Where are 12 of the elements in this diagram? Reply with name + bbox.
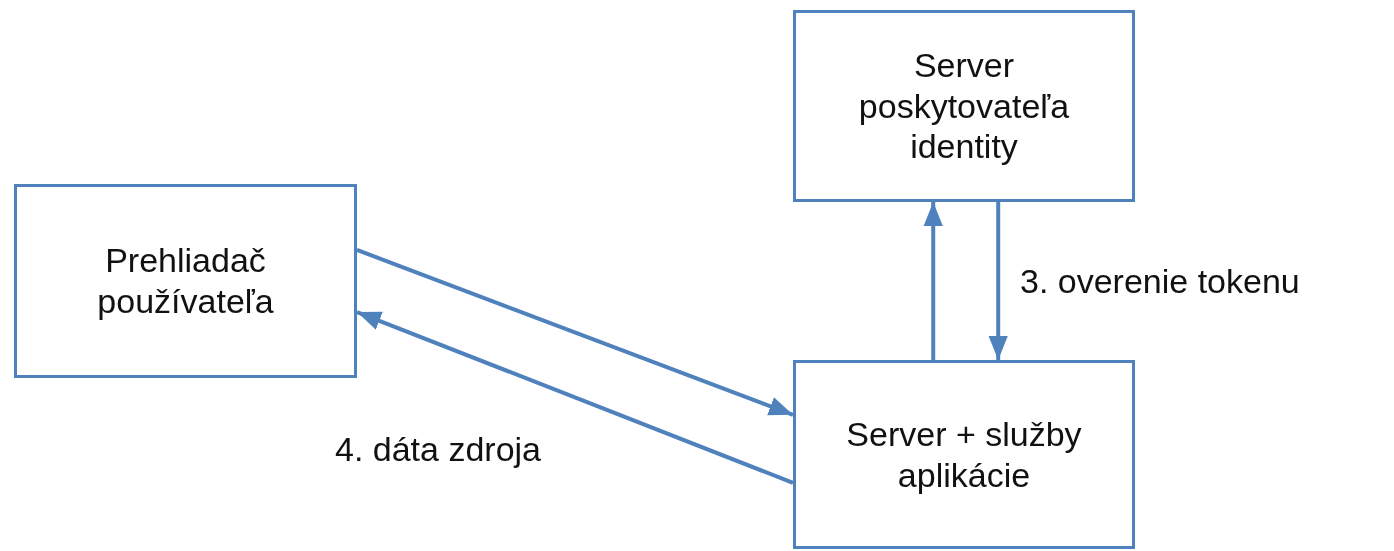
edge-label: 3. overenie tokenu (1020, 262, 1300, 301)
process-box (793, 10, 1135, 202)
arrow (923, 202, 943, 360)
node-label: Prehliadač používateľa (96, 240, 275, 322)
edge-label: 4. dáta zdroja (335, 430, 542, 469)
process-box (14, 184, 357, 378)
node-label: Server + služby aplikácie (845, 413, 1083, 496)
process-box (793, 360, 1135, 549)
node-label: Server poskytovateľa identity (857, 44, 1071, 168)
arrow (356, 310, 794, 485)
arrow (356, 248, 794, 417)
arrow (988, 202, 1008, 360)
